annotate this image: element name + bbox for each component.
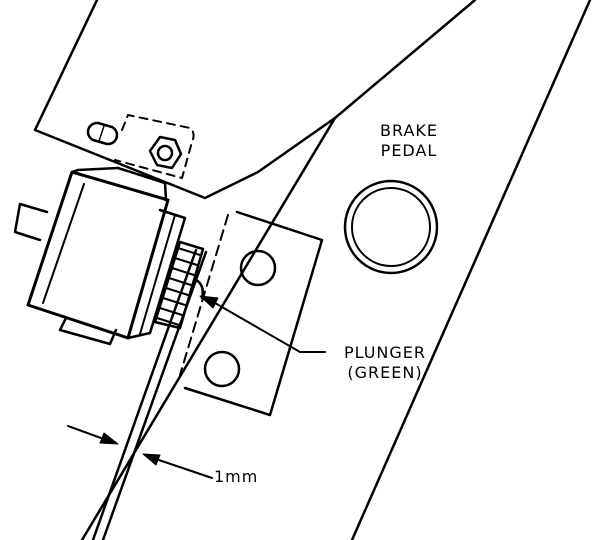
plunger-leader-arrow <box>199 295 219 309</box>
plunger-label-line-2: (GREEN) <box>347 363 423 382</box>
plunger-thread-6 <box>162 297 186 306</box>
mounting-plate-hole-lower <box>203 350 241 388</box>
plunger-thread-8 <box>156 317 180 326</box>
brake-pedal-hole-inner <box>351 187 431 267</box>
pedal-arm-right-edge <box>350 0 592 540</box>
gap-dimension-right-line <box>149 456 213 479</box>
pedal-lever-outer <box>91 248 198 540</box>
mounting-plate-dashed-edge <box>179 214 229 376</box>
switch-connector <box>58 316 118 346</box>
pedal-arm-left-edge <box>80 116 337 540</box>
brake-light-switch <box>13 166 205 346</box>
switch-collar <box>126 208 187 340</box>
plunger-tip <box>194 278 204 300</box>
switch-body-face <box>116 166 168 202</box>
plunger-shaft <box>153 240 205 330</box>
bracket-slot <box>86 121 119 146</box>
hex-nut <box>148 135 183 170</box>
plunger-thread-4 <box>168 277 192 286</box>
brake-pedal-hole-outer <box>343 179 439 275</box>
plunger-thread-7 <box>159 307 183 316</box>
plunger-thread-3 <box>171 267 195 276</box>
brake-pedal-label-line-1: BRAKE <box>380 121 438 140</box>
switch-side-tab <box>13 202 49 242</box>
switch-body-inner-line <box>42 183 85 304</box>
gap-dimension-right-arrow <box>142 453 161 466</box>
gap-dimension-left-arrow <box>99 432 119 445</box>
brake-pedal-label: BRAKE PEDAL <box>364 121 454 161</box>
hidden-nut-outline <box>114 114 195 179</box>
bracket-slot-inner <box>98 125 105 142</box>
switch-mounting-plate <box>183 210 324 417</box>
mounting-bracket <box>33 0 477 200</box>
switch-body-top-edge <box>70 166 120 174</box>
gap-dimension-label: 1mm <box>214 467 259 486</box>
plunger-thread-1 <box>177 247 201 256</box>
brake-pedal-label-line-2: PEDAL <box>380 141 438 160</box>
plunger-thread-2 <box>174 257 198 266</box>
switch-collar-inner <box>139 214 176 335</box>
mounting-plate-hole-upper <box>239 249 277 287</box>
plunger-label-line-1: PLUNGER <box>343 343 427 362</box>
plunger-leader-line <box>214 302 326 353</box>
plunger-label: PLUNGER (GREEN) <box>330 343 440 383</box>
plunger-thread-5 <box>165 287 189 296</box>
hex-nut-hole <box>156 144 174 162</box>
